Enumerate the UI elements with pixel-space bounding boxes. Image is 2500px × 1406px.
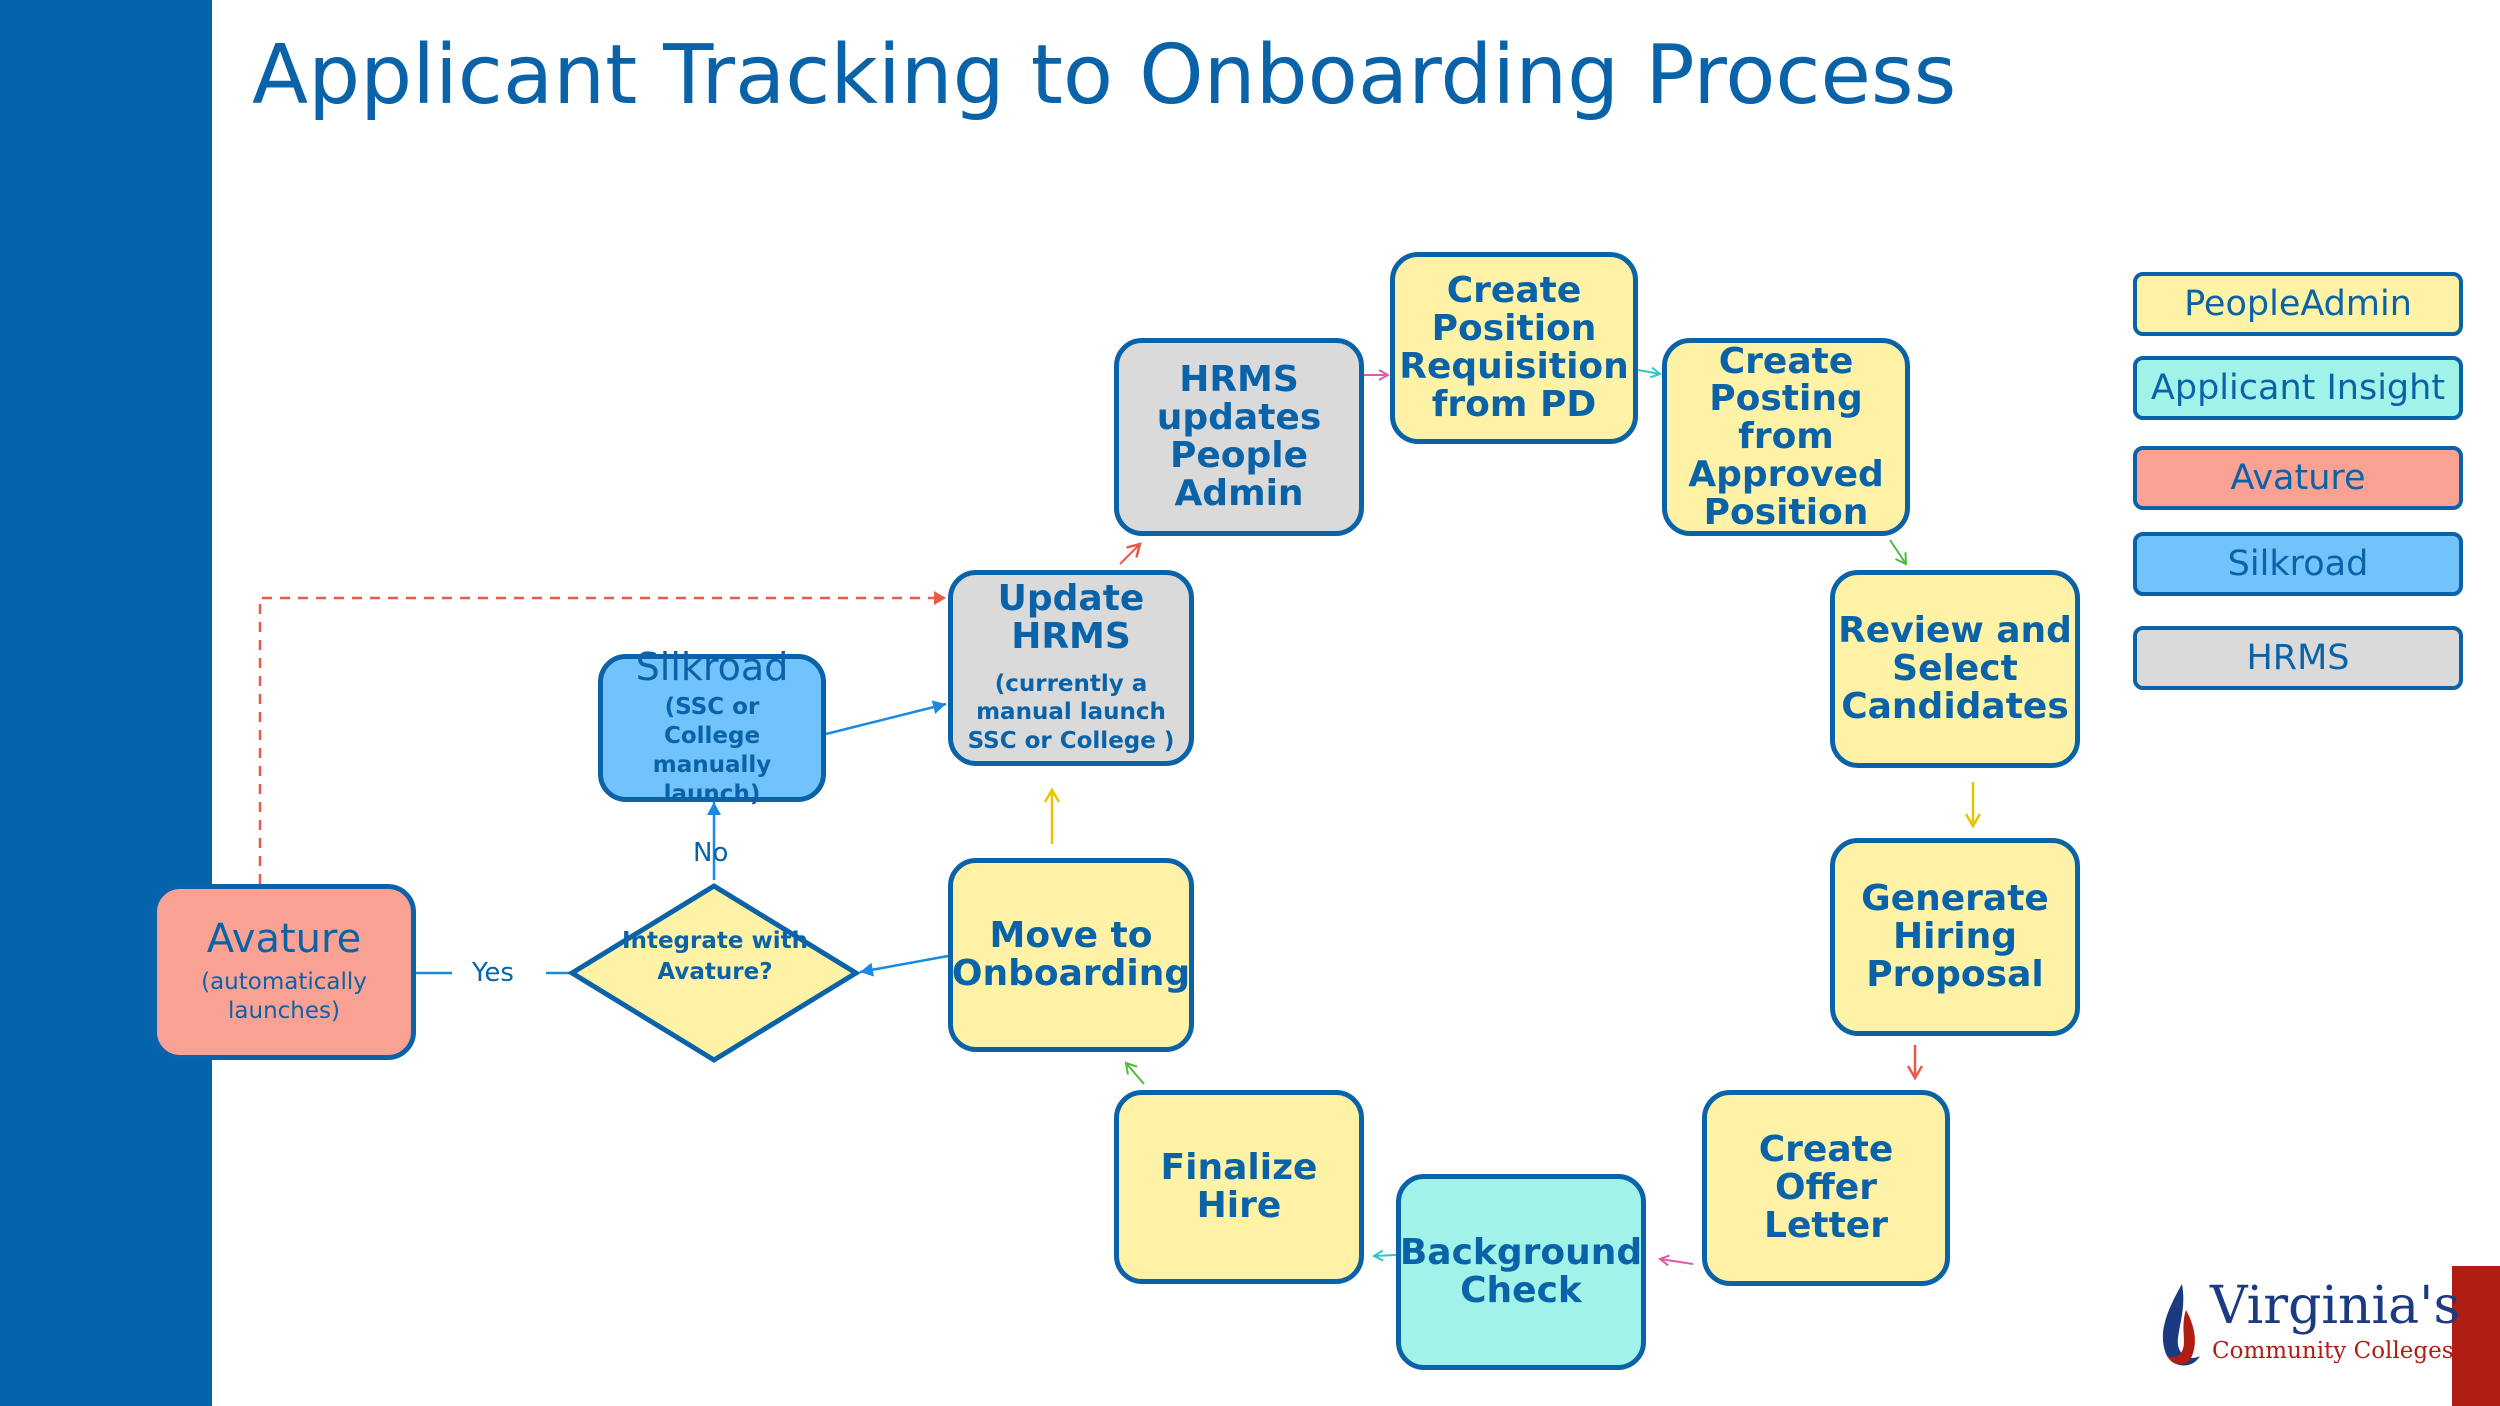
node-finalize-hire: Finalize Hire — [1114, 1090, 1364, 1284]
vccs-logo: Virginia's Community Colleges — [2152, 1276, 2460, 1376]
legend-label: HRMS — [2246, 638, 2350, 678]
flame-icon — [2162, 1284, 2200, 1366]
legend-label: Silkroad — [2227, 544, 2369, 584]
node-label: Generate Hiring Proposal — [1861, 878, 2049, 995]
node-generate-hiring-proposal: Generate Hiring Proposal — [1830, 838, 2080, 1036]
node-note: (SSC or College manually launch) — [652, 694, 772, 807]
legend-silkroad: Silkroad — [2133, 532, 2463, 596]
node-move-to-onboarding: Move to Onboarding — [948, 858, 1194, 1052]
node-update-hrms: Update HRMS (currently a manual launch S… — [948, 570, 1194, 766]
legend-avature: Avature — [2133, 446, 2463, 510]
legend-label: Applicant Insight — [2150, 368, 2446, 408]
node-title: Update HRMS — [997, 578, 1145, 657]
arrow-background-to-finalize — [1374, 1255, 1397, 1256]
decision-label: Integrate with Avature? — [622, 928, 808, 986]
node-create-posting: Create Posting from Approved Position — [1662, 338, 1910, 536]
edge-label-yes: Yes — [472, 958, 514, 988]
node-title: Silkroad — [635, 644, 789, 689]
node-label: Background Check — [1399, 1232, 1643, 1311]
node-label: Move to Onboarding — [951, 915, 1191, 994]
arrow-onboarding-to-decision — [859, 954, 949, 977]
decision-diamond — [567, 883, 861, 1063]
node-create-offer-letter: Create Offer Letter — [1702, 1090, 1950, 1286]
node-label: Review and Select Candidates — [1838, 610, 2072, 727]
legend-applicant-insight: Applicant Insight — [2133, 356, 2463, 420]
arrow-posting-to-review — [1889, 539, 1908, 566]
node-avature: Avature (automatically launches) — [152, 884, 416, 1060]
node-create-position-requisition: Create Position Requisition from PD — [1390, 252, 1638, 444]
arrow-finalize-to-onboarding — [1124, 1061, 1145, 1085]
dashed-arrow-avature-to-update — [258, 591, 946, 884]
node-label: Create Offer Letter — [1758, 1129, 1894, 1246]
node-label: HRMS updates People Admin — [1156, 359, 1322, 514]
red-corner-accent — [2452, 1266, 2500, 1406]
node-note: (automatically launches) — [201, 969, 367, 1024]
logo-subtitle: Community Colleges — [2212, 1338, 2454, 1364]
arrow-update-to-hrms-updates — [1119, 544, 1140, 565]
arrow-requisition-to-posting — [1637, 370, 1660, 374]
legend-people-admin: PeopleAdmin — [2133, 272, 2463, 336]
node-label: Finalize Hire — [1160, 1147, 1318, 1226]
logo-name: Virginia's — [2210, 1276, 2461, 1336]
node-background-check: Background Check — [1396, 1174, 1646, 1370]
node-label: Create Position Requisition from PD — [1399, 270, 1629, 425]
edge-label-no: No — [693, 838, 729, 868]
legend-label: PeopleAdmin — [2184, 284, 2412, 324]
arrow-offer-to-background — [1660, 1259, 1694, 1264]
node-silkroad: Silkroad (SSC or College manually launch… — [598, 647, 826, 807]
node-title: Avature — [206, 916, 362, 963]
page-title: Applicant Tracking to Onboarding Process — [252, 28, 1957, 123]
arrow-silkroad-to-update — [825, 700, 947, 736]
node-hrms-updates-people-admin: HRMS updates People Admin — [1114, 338, 1364, 536]
node-note: (currently a manual launch SSC or Colleg… — [967, 670, 1175, 755]
legend-label: Avature — [2230, 458, 2366, 498]
legend-hrms: HRMS — [2133, 626, 2463, 690]
left-sidebar-band — [0, 0, 212, 1406]
node-review-select-candidates: Review and Select Candidates — [1830, 570, 2080, 768]
node-label: Create Posting from Approved Position — [1688, 340, 1884, 533]
